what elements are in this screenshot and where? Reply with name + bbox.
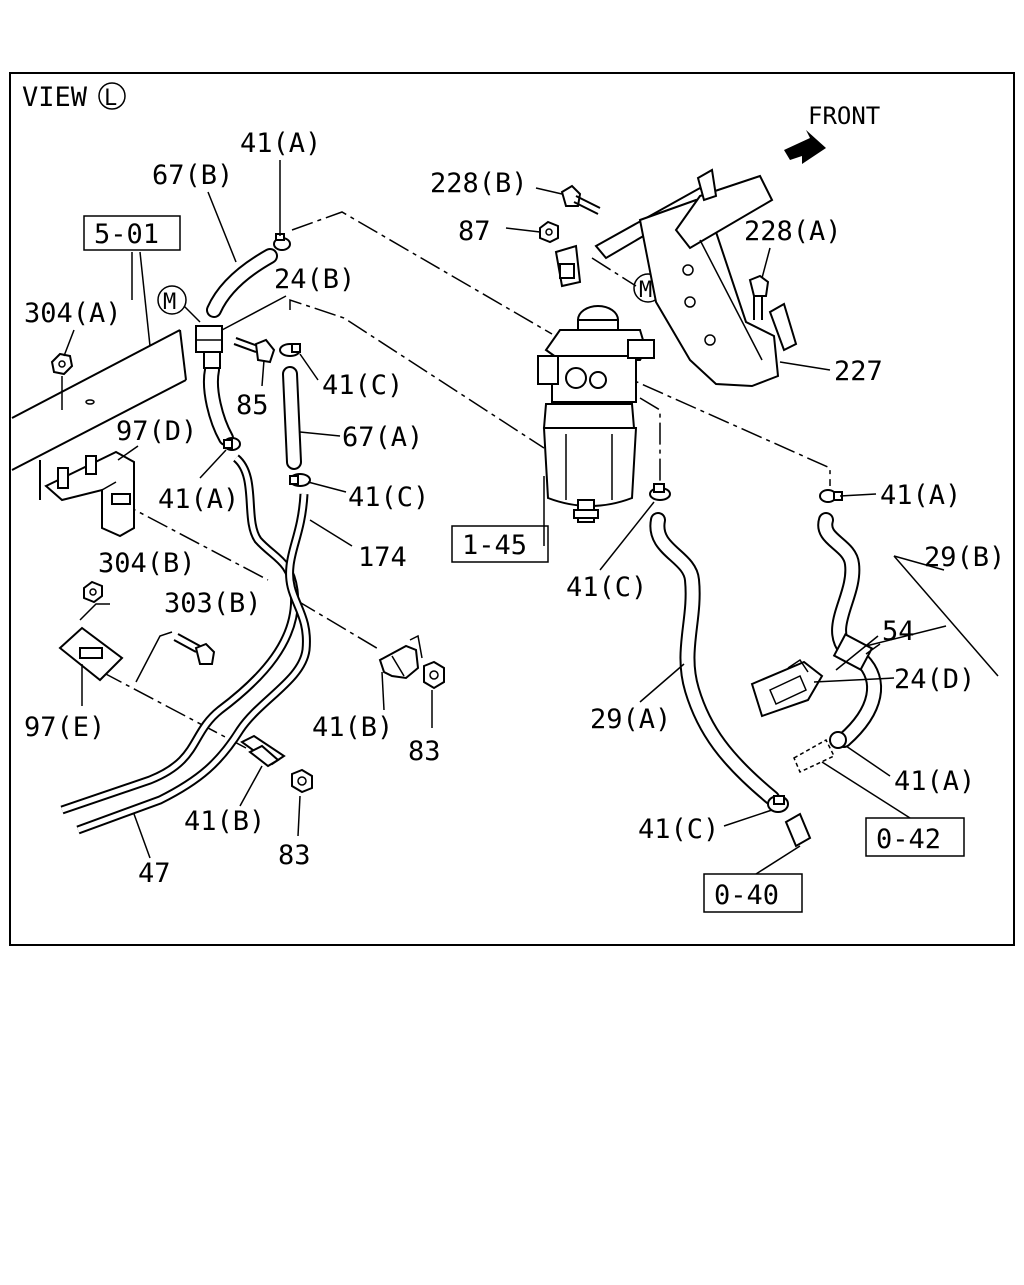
callout-47: 47	[138, 858, 171, 889]
callout-67b: 67(B)	[152, 160, 233, 191]
pipe-47	[60, 454, 311, 835]
callouts: 41(A) 67(B) 228(B) 87 228(A) 5-01 24(B) …	[24, 128, 1005, 913]
pipe-0-42	[793, 738, 836, 774]
view-label: VIEW	[22, 82, 88, 113]
guide-lines	[79, 211, 831, 749]
front-label: FRONT	[808, 102, 880, 130]
callout-24b: 24(B)	[274, 264, 355, 295]
clip-41b-right	[378, 634, 423, 680]
callout-85: 85	[236, 390, 269, 421]
front-arrow-icon	[784, 130, 826, 164]
callout-83-left: 83	[278, 840, 311, 871]
fuel-filter	[537, 305, 655, 523]
callout-41c-bottom: 41(C)	[638, 814, 719, 845]
marker-m-left	[157, 285, 187, 315]
callout-174: 174	[358, 542, 407, 573]
clamp-41a-left	[223, 437, 241, 451]
hose-29b	[817, 512, 883, 748]
frame-rail	[11, 251, 187, 500]
marker-m-left-label: M	[163, 290, 176, 315]
nut-83-left	[291, 768, 313, 794]
clamp-41a-29b-bottom	[829, 731, 847, 749]
ref-box-0-42	[865, 817, 965, 857]
clamp-41a-top	[273, 233, 291, 251]
callout-41b-right: 41(B)	[312, 712, 393, 743]
clamp-41c-29a-bottom	[767, 795, 789, 813]
nut-304a	[50, 352, 74, 410]
callout-1-45: 1-45	[462, 530, 527, 561]
nut-83-right	[423, 660, 445, 690]
bolt-303b	[173, 633, 216, 665]
callout-54: 54	[882, 616, 915, 647]
bracket-227	[554, 168, 798, 388]
callout-29b: 29(B)	[924, 542, 1005, 573]
bolt-228b	[560, 184, 601, 215]
clamp-97e	[58, 626, 124, 682]
ref-box-1-45	[451, 525, 549, 563]
callout-83-right: 83	[408, 736, 441, 767]
callout-303b: 303(B)	[164, 588, 262, 619]
marker-m-right-label: M	[639, 278, 652, 303]
nut-87	[539, 220, 559, 244]
view-letter-circle	[98, 82, 126, 110]
callout-41a-left: 41(A)	[158, 484, 239, 515]
callout-24d: 24(D)	[894, 664, 975, 695]
callout-29a: 29(A)	[590, 704, 671, 735]
clip-41b-left	[240, 734, 286, 768]
diagram-frame	[9, 72, 1015, 946]
callout-41b-left: 41(B)	[184, 806, 265, 837]
callout-228b: 228(B)	[430, 168, 528, 199]
clamp-41a-29b-top	[819, 489, 843, 503]
bolt-85	[233, 337, 276, 364]
hose-67b	[195, 248, 278, 446]
callout-0-40: 0-40	[714, 880, 779, 911]
view-letter: L	[104, 86, 117, 111]
pipe-0-40	[784, 812, 812, 848]
ref-box-5-01	[83, 215, 181, 251]
callout-304a: 304(A)	[24, 298, 122, 329]
callout-97d: 97(D)	[116, 416, 197, 447]
callout-41a-top: 41(A)	[240, 128, 321, 159]
callout-87: 87	[458, 216, 491, 247]
clip-24d	[750, 658, 824, 718]
callout-97e: 97(E)	[24, 712, 105, 743]
bracket-97d	[44, 450, 135, 538]
leader-lines	[63, 160, 999, 875]
callout-41c-filter: 41(C)	[566, 572, 647, 603]
callout-41a-bottom: 41(A)	[894, 766, 975, 797]
nut-304b	[83, 580, 103, 604]
bolt-228a	[748, 274, 770, 320]
callout-41a-right: 41(A)	[880, 480, 961, 511]
hose-67a	[282, 366, 302, 470]
ref-box-0-40	[703, 873, 803, 913]
callout-304b: 304(B)	[98, 548, 196, 579]
callout-41c-left: 41(C)	[348, 482, 429, 513]
clamp-41c-29a-top	[649, 483, 671, 501]
callout-227: 227	[834, 356, 883, 387]
clamp-41c-upper	[279, 343, 301, 357]
callout-5-01: 5-01	[94, 219, 159, 250]
callout-41c-upper: 41(C)	[322, 370, 403, 401]
callout-228a: 228(A)	[744, 216, 842, 247]
hose-29a	[649, 512, 780, 806]
callout-67a: 67(A)	[342, 422, 423, 453]
callout-0-42: 0-42	[876, 824, 941, 855]
clamp-41c-left	[289, 473, 311, 487]
